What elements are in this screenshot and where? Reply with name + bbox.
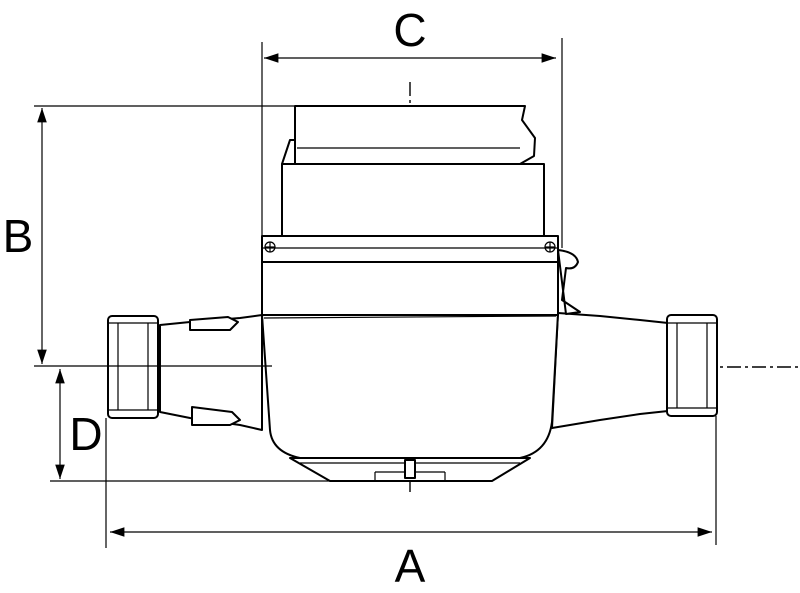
dimension-label-b: B [3,210,34,262]
dimension-label-d: D [69,408,102,460]
dimension-label-a: A [395,540,426,592]
dimension-label-c: C [393,4,426,56]
left-connector [107,314,263,431]
meter-body [261,312,559,482]
clamp-ring [261,235,581,316]
extension-lines [34,38,717,548]
register-housing [281,105,545,237]
right-connector [551,312,718,429]
